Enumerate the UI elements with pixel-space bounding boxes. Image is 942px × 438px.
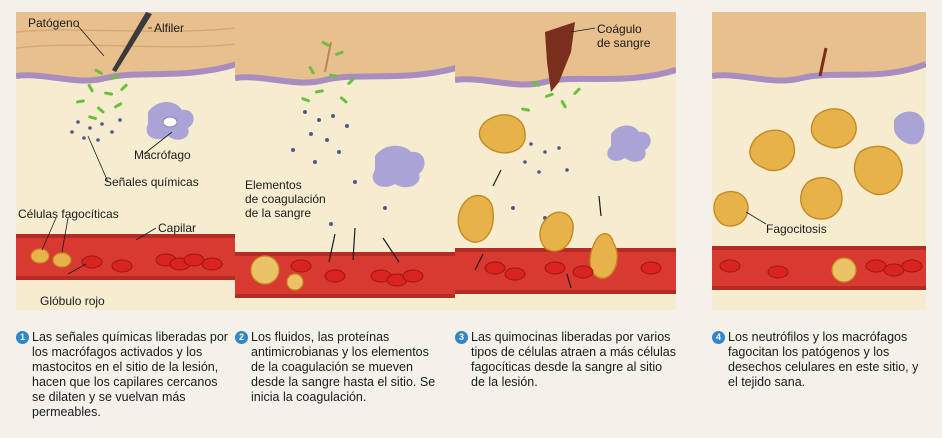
caption-step-4-text: Los neutrófilos y los macrófagos fagocit… <box>728 330 919 389</box>
label-clotting-elements: Elementos de coagulación de la sangre <box>245 178 326 220</box>
label-pin: Alfiler <box>154 21 185 35</box>
panel-3-illustration <box>455 12 676 310</box>
caption-step-4: 4 Los neutrófilos y los macrófagos fagoc… <box>712 330 924 390</box>
caption-step-1-text: Las señales químicas liberadas por los m… <box>32 330 228 419</box>
caption-step-2: 2 Los fluidos, las proteínas antimicrobi… <box>235 330 440 405</box>
pin-icon <box>112 12 152 72</box>
caption-step-1: 1 Las señales químicas liberadas por los… <box>16 330 228 420</box>
label-phagocytosis: Fagocitosis <box>766 222 827 236</box>
pathogen-cluster <box>75 68 128 120</box>
step-3-badge: 3 <box>455 331 468 344</box>
label-pathogen: Patógeno <box>28 16 80 30</box>
panel-2-illustration <box>235 12 456 310</box>
panel-3: Coágulo de sangre <box>455 12 676 310</box>
caption-step-2-text: Los fluidos, las proteínas antimicrobian… <box>251 330 436 404</box>
label-phagocytic-cells: Células fagocíticas <box>18 207 119 221</box>
panel-4-illustration <box>712 12 926 310</box>
label-capillary: Capilar <box>158 221 197 235</box>
caption-step-3-text: Las quimocinas liberadas por varios tipo… <box>471 330 676 389</box>
step-2-badge: 2 <box>235 331 248 344</box>
panel-1: Patógeno Alfiler Macrófago Señales quími… <box>16 12 237 310</box>
blood-clot <box>545 22 575 92</box>
step-4-badge: 4 <box>712 331 725 344</box>
panel-2: Elementos de coagulación de la sangre <box>235 12 456 310</box>
label-macrophage: Macrófago <box>134 148 191 162</box>
label-chemical-signals: Señales químicas <box>104 175 199 189</box>
panel-1-illustration <box>16 12 237 310</box>
label-blood-clot: Coágulo de sangre <box>597 22 651 50</box>
step-1-badge: 1 <box>16 331 29 344</box>
label-red-blood-cell: Glóbulo rojo <box>40 294 105 308</box>
caption-step-3: 3 Las quimocinas liberadas por varios ti… <box>455 330 677 390</box>
panel-4: Fagocitosis <box>712 12 933 310</box>
